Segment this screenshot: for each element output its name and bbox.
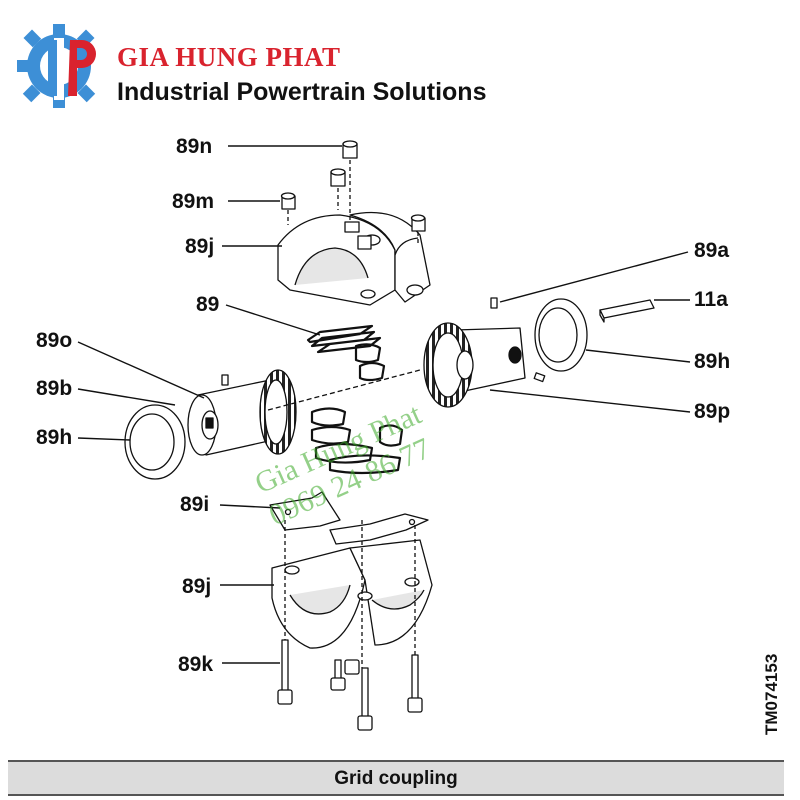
- label-89m: 89m: [172, 190, 215, 213]
- brand-name: GIA HUNG PHAT: [117, 42, 341, 72]
- exploded-view-diagram: [77, 140, 691, 731]
- label-89a: 89a: [694, 239, 730, 262]
- header: GIA HUNG PHAT Industrial Powertrain Solu…: [0, 0, 800, 125]
- label-89i: 89i: [180, 493, 210, 516]
- gear-logo-icon: [17, 24, 96, 108]
- label-11a: 11a: [694, 288, 728, 311]
- gasket: [269, 491, 429, 545]
- caption-bar: Grid coupling: [8, 760, 784, 796]
- bottom-bolts: [277, 639, 423, 731]
- figure-caption: Grid coupling: [334, 768, 458, 789]
- label-89h-left: 89h: [36, 426, 73, 449]
- right-hub: [423, 297, 546, 408]
- label-89: 89: [196, 293, 220, 316]
- drawing-id: TM074153: [762, 653, 781, 735]
- label-89o: 89o: [36, 329, 73, 352]
- label-89b: 89b: [36, 377, 73, 400]
- grid-spring-lower: [310, 407, 404, 475]
- top-nuts: [280, 140, 426, 250]
- label-89n: 89n: [176, 135, 213, 158]
- grid-spring-upper: [306, 324, 386, 382]
- label-89h-right: 89h: [694, 350, 731, 373]
- left-seal-ring: [124, 404, 186, 480]
- label-89j-top: 89j: [185, 235, 215, 258]
- label-89p: 89p: [694, 400, 731, 423]
- label-89j-bottom: 89j: [182, 575, 212, 598]
- brand-tagline: Industrial Powertrain Solutions: [117, 78, 487, 106]
- left-hub: [187, 369, 297, 456]
- bottom-cover-half: [271, 539, 433, 649]
- label-89k: 89k: [178, 653, 214, 676]
- right-seal-ring: [534, 298, 588, 372]
- key: [599, 299, 655, 323]
